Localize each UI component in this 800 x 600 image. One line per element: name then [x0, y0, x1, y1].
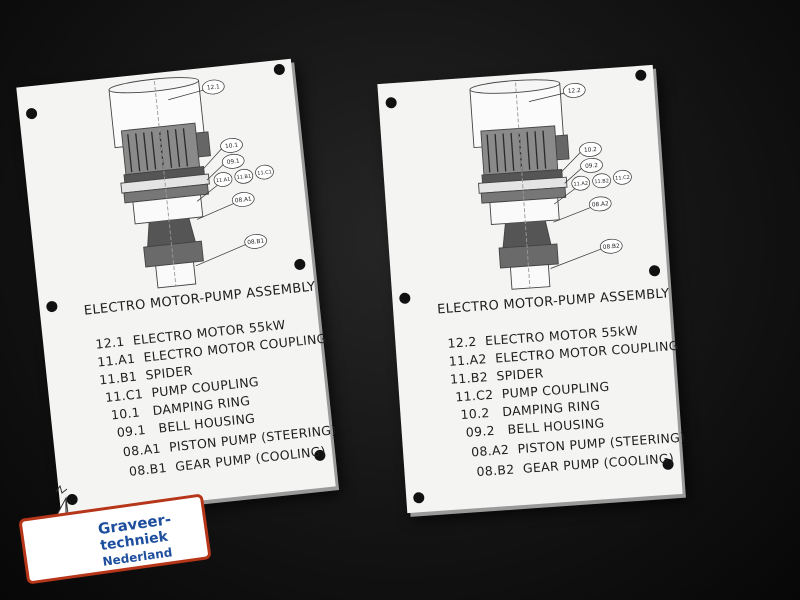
part-code: 10.2	[460, 405, 491, 423]
callout-label: 10.2	[584, 147, 598, 154]
callout-label: 12.2	[568, 88, 582, 95]
engraved-plate-left: 12.1 10.1 09.1 11.A1 11.B1 11.C1 08.A1 0…	[16, 58, 337, 516]
callout-label: 10.1	[225, 143, 239, 150]
callout-label: 08.B2	[603, 244, 621, 251]
callout-label: 09.1	[227, 159, 241, 166]
callout-label: 11.B1	[236, 174, 251, 181]
callout-label: 08.B1	[247, 239, 265, 247]
callout-label: 11.A1	[216, 177, 231, 184]
part-code: 12.2	[447, 333, 478, 351]
callout-label: 08.A2	[592, 201, 610, 208]
motor-pump-drawing: 12.1 10.1 09.1 11.A1 11.B1 11.C1 08.A1 0…	[108, 77, 274, 289]
callout-label: 11.C2	[615, 175, 630, 182]
engraved-plate-right: 12.2 10.2 09.2 11.A2 11.B2 11.C2 08.A2 0…	[377, 64, 686, 514]
callout-label: 11.C1	[257, 169, 272, 176]
motor-pump-drawing: 12.2 10.2 09.2 11.A2 11.B2 11.C2 08.A2 0…	[469, 79, 632, 290]
callout-label: 11.B2	[594, 178, 609, 185]
part-code: 09.2	[465, 422, 496, 440]
logo-wordmark: Graveer- techniek Nederland	[97, 510, 177, 570]
callout-label: 08.A1	[235, 197, 253, 205]
callout-label: 12.1	[207, 84, 221, 91]
part-code: 12.1	[94, 333, 126, 352]
part-code: 11.A2	[448, 351, 488, 369]
callout-label: 11.A2	[573, 181, 588, 188]
callout-label: 09.2	[585, 163, 599, 170]
part-code: 11.B2	[449, 369, 489, 387]
part-code: 10.1	[110, 404, 141, 423]
part-code: 08.A2	[470, 441, 510, 460]
part-code: 08.B2	[476, 461, 515, 480]
part-code: 11.C2	[454, 386, 494, 405]
graveertechniek-logo: Graveer- techniek Nederland	[18, 484, 212, 585]
part-code: 09.1	[116, 421, 147, 440]
